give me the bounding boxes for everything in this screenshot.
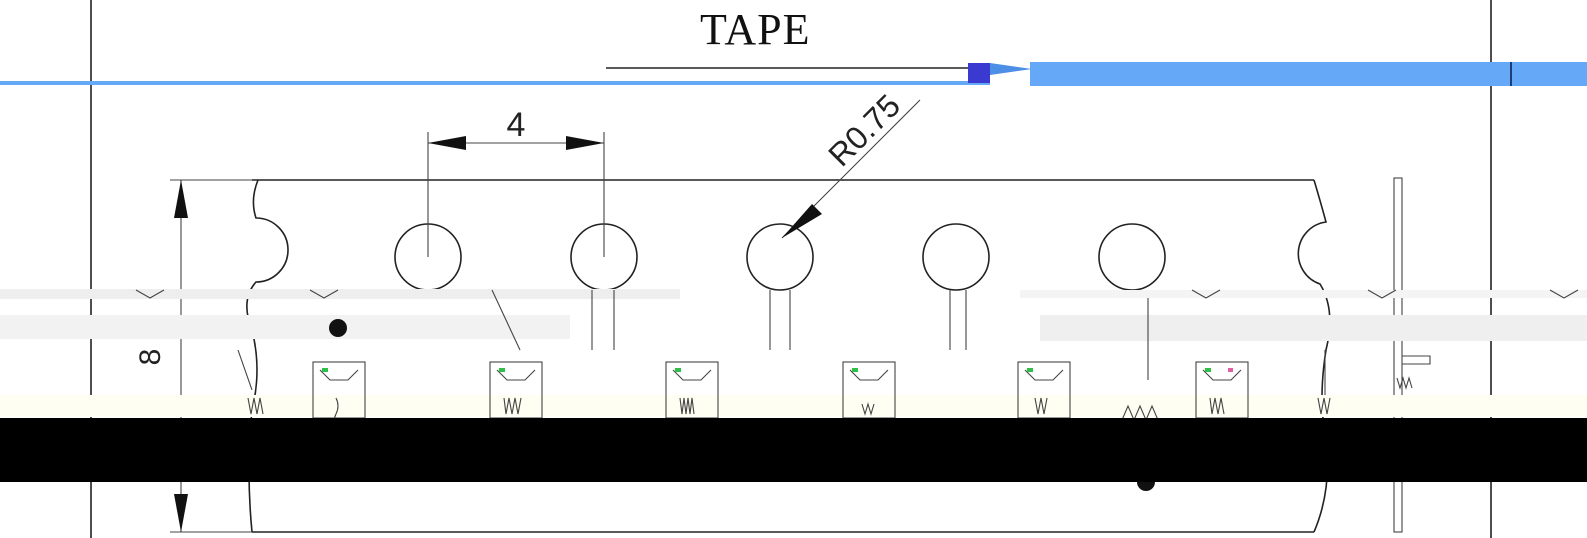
glitch-squiggle bbox=[1121, 404, 1159, 422]
sprocket-hole bbox=[922, 223, 990, 291]
chevron-mark bbox=[135, 289, 165, 299]
chevron-mark bbox=[1191, 289, 1221, 299]
glitch-squiggle bbox=[247, 397, 264, 415]
stray-line bbox=[237, 349, 253, 391]
radius-leader-arrow bbox=[782, 204, 822, 238]
chevron-mark bbox=[1367, 289, 1397, 299]
tape-title: TAPE bbox=[700, 5, 811, 54]
sprocket-hole bbox=[746, 223, 814, 291]
pitch-arrow-right bbox=[566, 136, 604, 150]
glitch-band bbox=[1040, 315, 1587, 341]
glitch-squiggle bbox=[1396, 376, 1413, 390]
dot-marker bbox=[329, 319, 347, 337]
glitch-squiggle bbox=[861, 402, 875, 416]
glitch-band bbox=[0, 289, 680, 299]
glitch-band bbox=[0, 315, 570, 339]
width-label: 8 bbox=[134, 349, 167, 366]
pitch-arrow-left bbox=[428, 136, 466, 150]
blue-overlay-bar-right bbox=[1030, 62, 1587, 86]
glitch-squiggle bbox=[1209, 397, 1225, 415]
radius-label: R0.75 bbox=[821, 87, 907, 173]
glitch-squiggle bbox=[1034, 397, 1048, 415]
pitch-label: 4 bbox=[507, 106, 526, 144]
glitch-squiggle bbox=[503, 397, 522, 415]
chevron-mark bbox=[309, 289, 339, 299]
side-view-strip bbox=[1393, 177, 1403, 533]
redaction-bar bbox=[0, 418, 1587, 482]
blue-overlay-arrow bbox=[990, 63, 1032, 75]
sprocket-hole bbox=[1098, 223, 1166, 291]
width-arrow-bottom bbox=[174, 494, 188, 532]
side-view-pocket bbox=[1402, 355, 1431, 365]
blue-overlay-bar-left bbox=[0, 81, 990, 85]
glitch-band bbox=[1020, 290, 1587, 298]
glitch-squiggle bbox=[1317, 397, 1331, 415]
glitch-band bbox=[0, 395, 1587, 417]
width-arrow-top bbox=[174, 180, 188, 218]
stray-line bbox=[491, 289, 521, 351]
blue-overlay-cursor-block bbox=[968, 63, 990, 83]
glitch-squiggle bbox=[679, 397, 695, 415]
chevron-mark bbox=[1549, 289, 1579, 299]
